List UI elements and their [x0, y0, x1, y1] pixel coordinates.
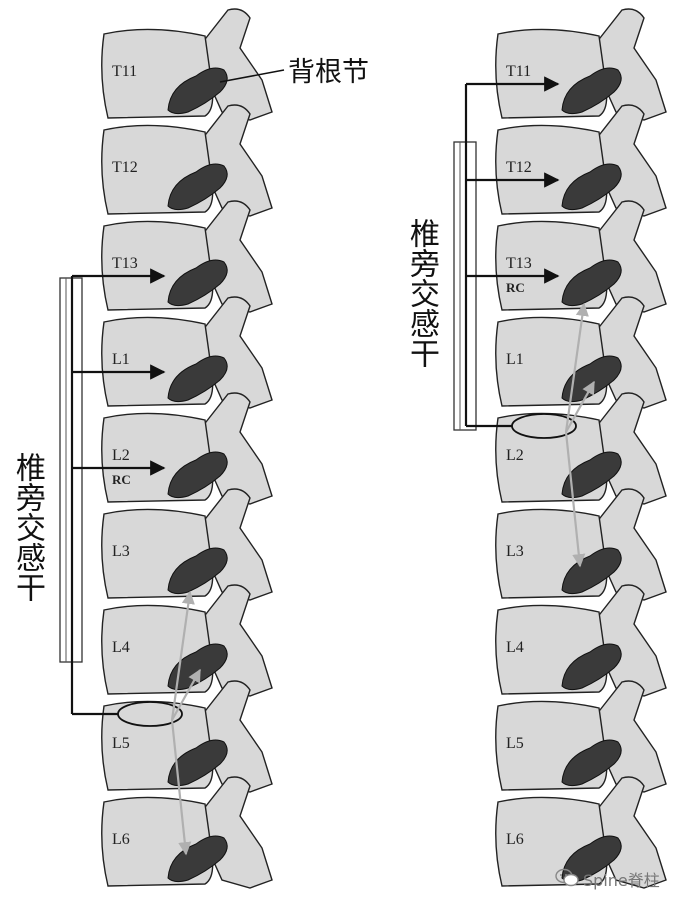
vertebra-L1: L1: [101, 296, 273, 409]
vertebra-label: T13: [506, 255, 532, 272]
drg-callout-label: 背根节: [288, 57, 369, 88]
dorsal-root-ganglion: [561, 835, 622, 883]
vertebra-label: L3: [112, 543, 130, 560]
dorsal-root-ganglion: [167, 643, 228, 691]
vertebra-T11: T11: [101, 8, 273, 121]
dorsal-root-ganglion: [167, 739, 228, 787]
vertebra-label: L5: [506, 735, 524, 752]
gray-path-up-short: [565, 380, 595, 433]
vertebra-label: L2: [506, 447, 524, 464]
vertebra-label: T13: [112, 255, 138, 272]
gray-path-up: [170, 590, 195, 721]
dorsal-root-ganglion: [167, 835, 228, 883]
vertebra-label: T11: [112, 63, 137, 80]
vertebra-label: L4: [506, 639, 524, 656]
vertebra-L6: L6: [101, 776, 273, 889]
dorsal-root-ganglion: [561, 643, 622, 691]
gray-path-up-short: [171, 668, 201, 721]
watermark-text: Spine脊柱: [583, 871, 660, 890]
vertebra-L3: L3: [101, 488, 273, 601]
sympathetic-trunk-label-left: 椎旁交感干: [10, 452, 45, 602]
vertebra-L5: L5: [101, 680, 273, 793]
vertebra-label: L4: [112, 639, 130, 656]
dorsal-root-ganglion: [561, 163, 622, 211]
vertebra-T12: T12: [101, 104, 273, 217]
dorsal-root-ganglion: [561, 547, 622, 595]
entry-loop: [117, 701, 183, 727]
rc-label: RC: [112, 472, 131, 487]
dorsal-root-ganglion: [167, 163, 228, 211]
vertebra-T12: T12: [495, 104, 667, 217]
vertebra-L5: L5: [495, 680, 667, 793]
vertebra-label: L3: [506, 543, 524, 560]
gray-path-down: [170, 719, 192, 856]
vertebra-L4: L4: [495, 584, 667, 697]
vertebra-L2: L2: [101, 392, 273, 505]
dorsal-root-ganglion: [561, 739, 622, 787]
entry-loop: [511, 413, 577, 439]
dorsal-root-ganglion: [167, 355, 228, 403]
vertebra-L2: L2: [495, 392, 667, 505]
left-pathways: RC: [59, 268, 201, 856]
vertebra-L6: L6: [495, 776, 667, 889]
vertebra-label: L6: [506, 831, 524, 848]
sympathetic-trunk-label-right: 椎旁交感干: [404, 218, 439, 368]
gray-path-up: [564, 302, 589, 433]
dorsal-root-ganglion: [561, 451, 622, 499]
right-pathways: RC: [453, 76, 595, 568]
drg-callout-line: [219, 69, 285, 83]
vertebra-label: L1: [506, 351, 524, 368]
dorsal-root-ganglion: [561, 355, 622, 403]
rc-label: RC: [506, 280, 525, 295]
dorsal-root-ganglion: [561, 67, 622, 115]
vertebra-label: L1: [112, 351, 130, 368]
vertebra-T11: T11: [495, 8, 667, 121]
gray-path-down: [564, 431, 586, 568]
dorsal-root-ganglion: [167, 451, 228, 499]
vertebra-label: T12: [112, 159, 138, 176]
vertebra-label: L6: [112, 831, 130, 848]
vertebra-T13: T13: [495, 200, 667, 313]
wechat-icon: [555, 868, 579, 887]
vertebra-L4: L4: [101, 584, 273, 697]
dorsal-root-ganglion: [167, 259, 228, 307]
vertebra-L1: L1: [495, 296, 667, 409]
vertebra-label: L5: [112, 735, 130, 752]
vertebra-label: T11: [506, 63, 531, 80]
vertebra-T13: T13: [101, 200, 273, 313]
vertebra-L3: L3: [495, 488, 667, 601]
vertebra-label: T12: [506, 159, 532, 176]
vertebra-label: L2: [112, 447, 130, 464]
